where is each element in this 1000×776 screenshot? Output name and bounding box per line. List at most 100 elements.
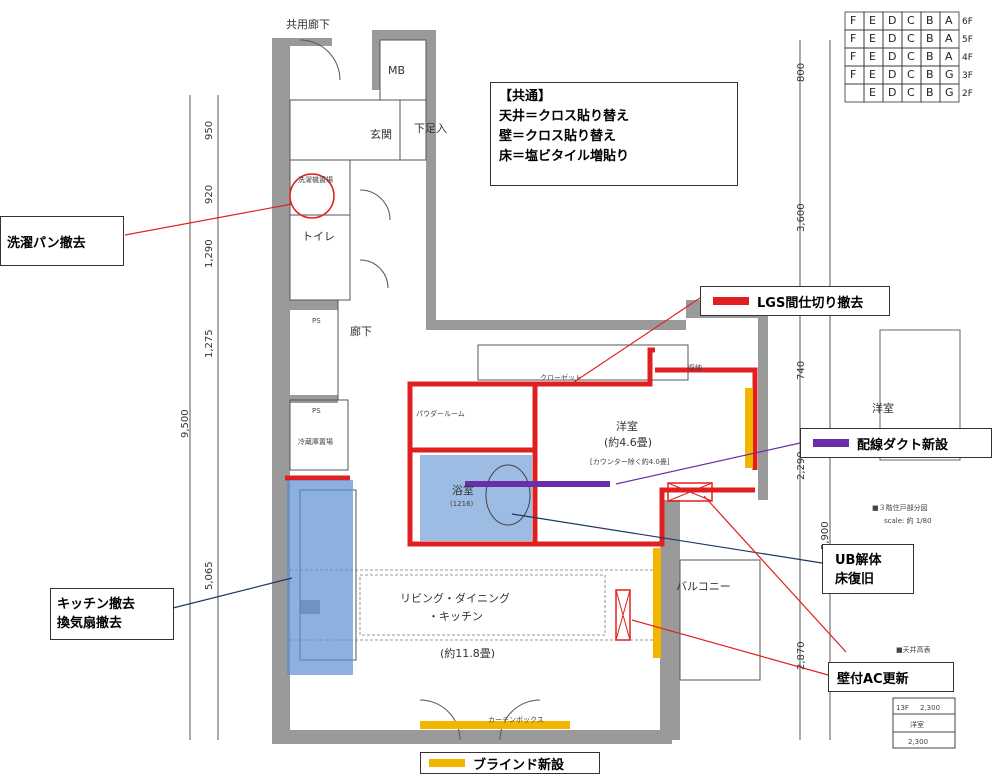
- common-note-line-1: 天井＝クロス貼り替え: [499, 109, 630, 124]
- floor-key-letter: D: [888, 86, 896, 99]
- callout-kitchen: キッチン撤去 換気扇撤去: [50, 588, 174, 640]
- dim-right-2: 3,600: [796, 203, 807, 232]
- floor-key-letter: D: [888, 50, 896, 63]
- dim-right-4: 2,290: [796, 451, 807, 480]
- label-mb: MB: [388, 64, 405, 77]
- ceiling-13f: 13F: [896, 704, 909, 712]
- floor-key-floor: 3F: [962, 71, 973, 81]
- label-western: 洋室: [616, 419, 638, 433]
- dimension-lines: [189, 40, 831, 740]
- dim-left-4: 1,275: [204, 329, 215, 358]
- floor-key-letter: B: [926, 68, 934, 81]
- bath-area: [420, 455, 532, 541]
- dim-left-2: 920: [204, 185, 215, 204]
- kitchen-area: [287, 480, 353, 675]
- label-western-counter: [カウンター除く約4.0畳]: [590, 457, 670, 466]
- plan-3f-scale: scale: 約 1/80: [884, 516, 932, 525]
- callout-laundry-pan: 洗濯パン撤去: [0, 216, 124, 266]
- floor-key-letter: B: [926, 50, 934, 63]
- ceiling-western: 洋室: [910, 720, 924, 729]
- floor-key-floor: 6F: [962, 17, 973, 27]
- label-curtain-box: カーテンボックス: [488, 716, 544, 724]
- floor-key-letter: E: [869, 86, 876, 99]
- dim-left-1: 950: [204, 121, 215, 140]
- label-ldk-size: (約11.8畳): [440, 646, 495, 660]
- bathtub: [485, 464, 531, 526]
- floor-key-letter: C: [907, 50, 915, 63]
- label-fridge: 冷蔵庫置場: [298, 437, 333, 446]
- floor-key-floor: 4F: [962, 53, 973, 63]
- common-note-title: 【共通】: [499, 89, 552, 104]
- callout-blind: ブラインド新設: [420, 752, 600, 774]
- floor-key-letter: A: [945, 50, 953, 63]
- callout-ub-line-1: UB解体: [835, 553, 882, 568]
- room-labels: 共用廊下 MB 玄関 下足入 洗濯機置場 トイレ 廊下 PS PS クローゼット…: [286, 17, 731, 724]
- label-ps-top: PS: [312, 317, 321, 325]
- floor-key-letter: F: [850, 32, 856, 45]
- floor-key-letter: B: [926, 32, 934, 45]
- lgs-partition-marks: [285, 347, 758, 641]
- dimension-labels: 950 920 1,290 1,275 9,500 5,065 800 3,60…: [180, 63, 831, 670]
- plan-3f-title: ■３階住戸部分図: [872, 503, 928, 512]
- label-storage: 収納: [688, 363, 702, 372]
- floor-key-letter: F: [850, 50, 856, 63]
- dim-right-6: 2,870: [796, 641, 807, 670]
- floor-key-letter: C: [907, 68, 915, 81]
- label-getabako: 下足入: [414, 122, 447, 135]
- callout-ac: 壁付AC更新: [828, 662, 954, 692]
- label-hallway: 廊下: [350, 324, 372, 338]
- floor-key-letter: F: [850, 14, 856, 27]
- floor-key-letter: G: [945, 86, 954, 99]
- dim-left-6: 5,065: [204, 561, 215, 590]
- ceiling-13f-value: 2,300: [920, 704, 940, 712]
- callout-ub-line-2: 床復旧: [835, 572, 875, 587]
- floor-key-letter: C: [907, 32, 915, 45]
- callout-wiring-duct-text: 配線ダクト新設: [857, 437, 949, 453]
- callout-laundry-pan-text: 洗濯パン撤去: [7, 235, 86, 251]
- label-ldk-2: ・キッチン: [428, 610, 483, 623]
- floor-key-floor: 5F: [962, 35, 973, 45]
- floor-key-cell: [939, 83, 960, 103]
- callout-lgs: LGS間仕切り撤去: [700, 286, 890, 316]
- floor-key-letter: B: [926, 14, 934, 27]
- blind-swatch: [429, 759, 465, 767]
- lgs-swatch: [713, 297, 749, 305]
- floor-key-letter: E: [869, 14, 876, 27]
- label-bath: 浴室: [452, 483, 474, 497]
- floor-key-letter: E: [869, 68, 876, 81]
- floor-key-letter: F: [850, 68, 856, 81]
- common-note-line-3: 床＝塩ビタイル増貼り: [499, 149, 630, 164]
- dim-right-1: 800: [796, 63, 807, 82]
- leader-lines: [124, 173, 847, 681]
- floor-key-letter: E: [869, 32, 876, 45]
- dim-left-3: 1,290: [204, 239, 215, 268]
- floor-key-letter: D: [888, 14, 896, 27]
- label-common-corridor: 共用廊下: [286, 17, 330, 31]
- callout-lgs-text: LGS間仕切り撤去: [757, 295, 864, 311]
- ceiling-table: ■天井高表 13F 2,300 洋室 2,300: [892, 645, 956, 749]
- floor-key-letter: D: [888, 32, 896, 45]
- floor-key-letter: G: [945, 68, 954, 81]
- blind-marks: [420, 388, 753, 729]
- label-ldk-1: リビング・ダイニング: [400, 591, 510, 605]
- floor-key-letter: C: [907, 14, 915, 27]
- label-closet: クローゼット: [540, 373, 582, 382]
- floor-key-letter: A: [945, 32, 953, 45]
- callout-ub: UB解体 床復旧: [822, 544, 914, 594]
- duct-swatch: [813, 439, 849, 447]
- callout-ac-text: 壁付AC更新: [837, 671, 909, 687]
- label-ps-mid: PS: [312, 407, 321, 415]
- ceiling-table-title: ■天井高表: [896, 645, 931, 654]
- label-bath-size: (1216): [450, 500, 474, 508]
- label-balcony: バルコニー: [676, 580, 731, 593]
- common-note: 【共通】 天井＝クロス貼り替え 壁＝クロス貼り替え 床＝塩ビタイル増貼り: [490, 82, 738, 186]
- floor-key-letter: E: [869, 50, 876, 63]
- floor-key-letter: D: [888, 68, 896, 81]
- ceiling-western-value: 2,300: [908, 738, 928, 746]
- callout-kitchen-line-2: 換気扇撤去: [57, 616, 123, 631]
- label-western-size: (約4.6畳): [604, 435, 652, 449]
- floor-key-letter: A: [945, 14, 953, 27]
- floor-key-floor: 2F: [962, 89, 973, 99]
